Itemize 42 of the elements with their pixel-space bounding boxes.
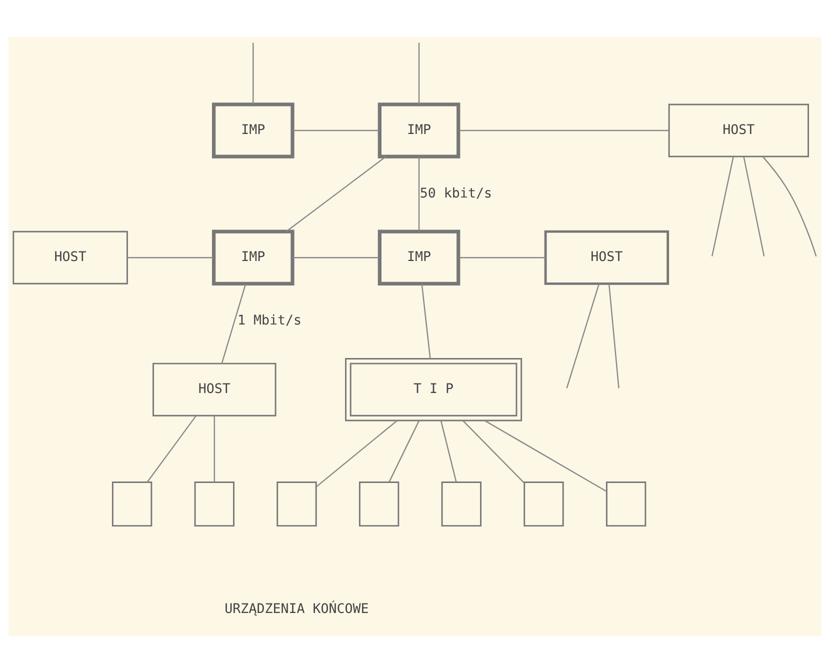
node-box bbox=[112, 481, 152, 526]
node-box bbox=[524, 481, 564, 526]
node-box: HOST bbox=[668, 103, 810, 157]
connector bbox=[608, 283, 620, 388]
connector bbox=[743, 156, 765, 256]
connector bbox=[214, 415, 215, 482]
node-box: HOST bbox=[12, 230, 128, 284]
connector bbox=[252, 42, 254, 104]
connector bbox=[421, 283, 431, 358]
node-box bbox=[276, 481, 317, 526]
connector bbox=[418, 42, 420, 104]
node-box: IMP bbox=[378, 102, 460, 158]
node-box: HOST bbox=[152, 362, 276, 416]
connector bbox=[418, 156, 420, 231]
connector bbox=[292, 256, 380, 258]
node-box: T I P bbox=[345, 358, 522, 421]
connector bbox=[221, 283, 246, 364]
connector bbox=[711, 156, 734, 256]
node-box bbox=[194, 481, 234, 526]
connector bbox=[127, 256, 214, 258]
connector bbox=[458, 256, 546, 258]
connector bbox=[762, 156, 817, 256]
connector bbox=[440, 420, 457, 482]
edge-label: 1 Mbit/s bbox=[237, 313, 302, 328]
node-box: HOST bbox=[544, 230, 670, 284]
connector bbox=[484, 420, 607, 492]
node-box bbox=[441, 481, 482, 526]
connector bbox=[316, 420, 398, 487]
connector bbox=[146, 414, 197, 482]
connector bbox=[286, 156, 386, 232]
label: URZĄDZENIA KOŃCOWE bbox=[224, 601, 369, 616]
node-box bbox=[358, 481, 400, 526]
connector bbox=[566, 283, 600, 388]
node-box: IMP bbox=[212, 102, 294, 158]
connector bbox=[458, 129, 669, 131]
node-box: IMP bbox=[212, 229, 294, 285]
node-box bbox=[606, 481, 646, 526]
node-box: IMP bbox=[378, 229, 460, 285]
connector bbox=[292, 129, 380, 131]
connector bbox=[388, 420, 420, 482]
connector bbox=[462, 420, 525, 483]
edge-label: 50 kbit/s bbox=[420, 186, 492, 201]
